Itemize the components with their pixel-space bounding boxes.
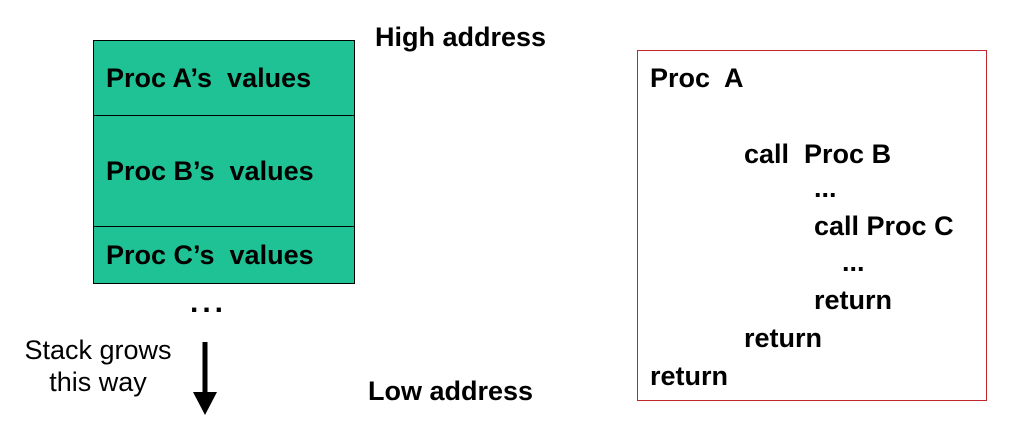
procedure-code-box: Proc A call Proc B ... call Proc C ... r… — [637, 50, 987, 401]
high-address-label: High address — [375, 22, 547, 52]
code-line-ellipsis-2: ... — [842, 247, 865, 277]
stack-frame-proc-b: Proc B’s values — [94, 116, 354, 228]
code-line-return-c: return — [814, 285, 893, 315]
stack-continuation-dots: ... — [190, 286, 228, 319]
low-address-label: Low address — [368, 376, 534, 406]
code-line-ellipsis-1: ... — [814, 173, 837, 203]
code-line-return-b: return — [744, 323, 823, 353]
code-line-return-a: return — [650, 361, 729, 391]
down-arrow-icon — [193, 342, 217, 415]
stack-frame-proc-a: Proc A’s values — [94, 41, 354, 117]
call-stack: Proc A’s values Proc B’s values Proc C’s… — [93, 40, 355, 284]
code-line-call-proc-b: call Proc B — [744, 139, 892, 169]
stack-frame-proc-c: Proc C’s values — [106, 239, 314, 270]
stack-growth-label: Stack grows this way — [24, 335, 172, 397]
code-line-proc-a: Proc A — [650, 63, 744, 93]
code-line-call-proc-c: call Proc C — [814, 211, 954, 241]
